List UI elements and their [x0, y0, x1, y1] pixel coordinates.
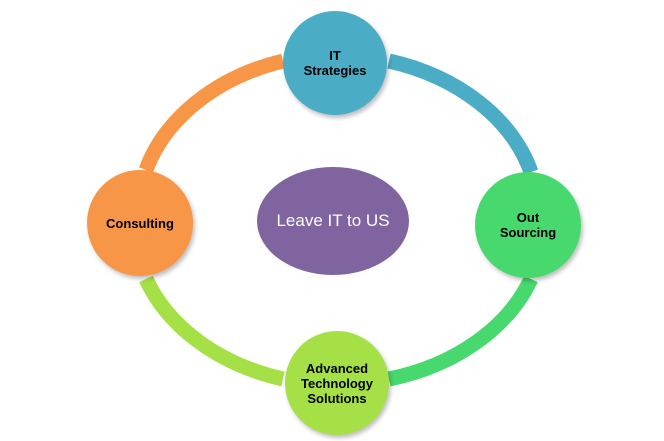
arc-left-to-top [138, 53, 285, 173]
node-consulting: Consulting [87, 170, 193, 276]
node-label: Consulting [106, 215, 174, 231]
node-label: Out Sourcing [499, 210, 557, 240]
node-it-strategies: IT Strategies [283, 11, 387, 115]
node-out-sourcing: Out Sourcing [475, 172, 581, 278]
arc-bottom-to-left [139, 275, 285, 387]
center-ellipse: Leave IT to US [257, 167, 409, 275]
node-label: IT Strategies [303, 48, 367, 78]
arc-right-to-bottom [387, 275, 538, 387]
node-advanced-technology-solutions: Advanced Technology Solutions [285, 331, 389, 435]
center-label: Leave IT to US [276, 211, 390, 230]
arc-top-to-right [387, 53, 539, 175]
node-label: Advanced Technology Solutions [301, 360, 373, 406]
